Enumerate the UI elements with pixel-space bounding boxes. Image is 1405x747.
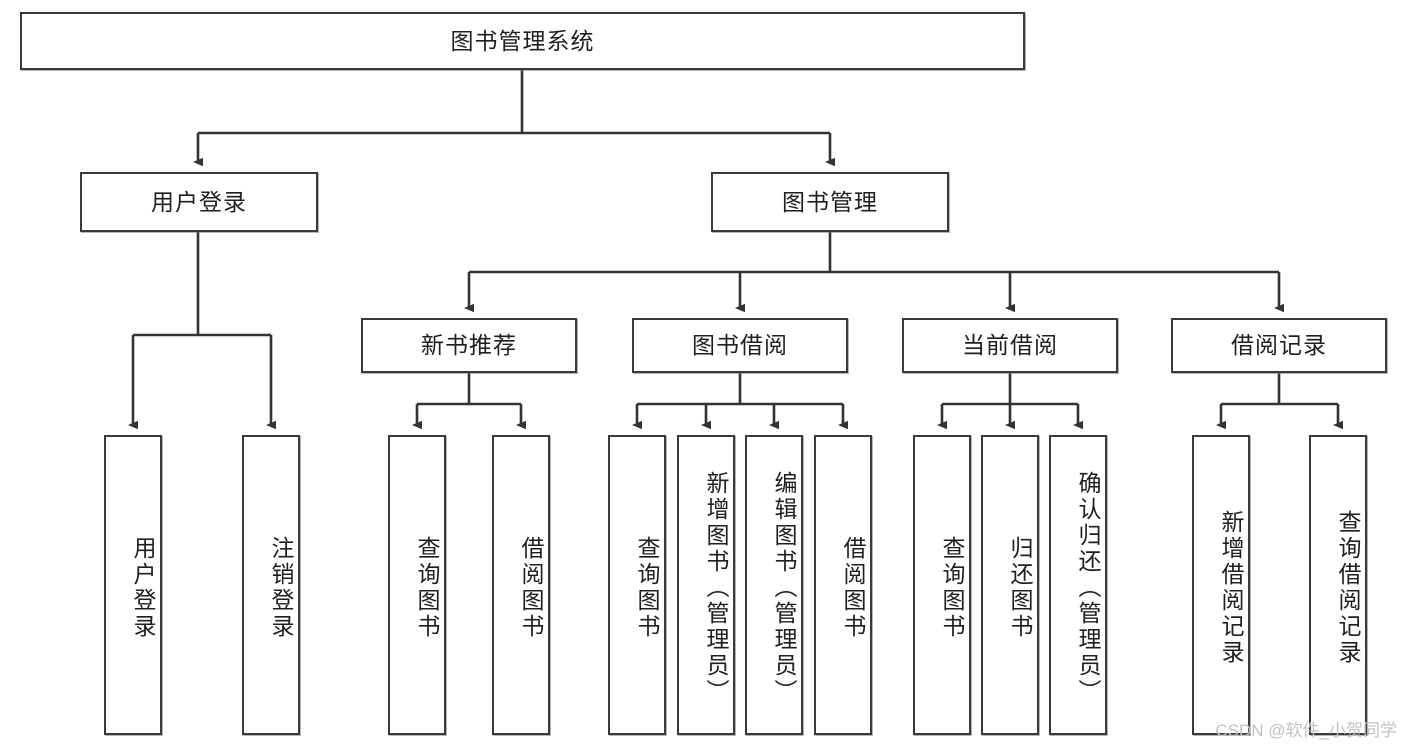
node-leaf-add-borrow-record[interactable]: 新增借阅记录 (1192, 435, 1250, 735)
node-book-management[interactable]: 图书管理 (711, 172, 949, 232)
node-leaf-confirm-return[interactable]: 确认归还（管理员） (1049, 435, 1107, 735)
node-leaf-add-book-label: 新增图书（管理员） (703, 471, 729, 705)
node-current-borrow-label: 当前借阅 (962, 332, 1058, 359)
node-leaf-borrow-book-2-label: 借阅图书 (840, 536, 866, 640)
node-new-book-recommend[interactable]: 新书推荐 (361, 318, 577, 373)
node-leaf-borrow-book-1[interactable]: 借阅图书 (492, 435, 550, 735)
node-book-management-label: 图书管理 (782, 188, 878, 215)
node-leaf-add-book[interactable]: 新增图书（管理员） (677, 435, 735, 735)
node-leaf-query-book-3-label: 查询图书 (939, 536, 965, 640)
node-leaf-logout-login[interactable]: 注销登录 (242, 435, 300, 735)
node-leaf-borrow-book-2[interactable]: 借阅图书 (814, 435, 872, 735)
node-borrow-record-label: 借阅记录 (1231, 332, 1327, 359)
node-leaf-query-book-1-label: 查询图书 (414, 536, 440, 640)
node-leaf-query-borrow-record-label: 查询借阅记录 (1335, 510, 1361, 666)
node-leaf-return-book[interactable]: 归还图书 (981, 435, 1039, 735)
node-leaf-user-login-label: 用户登录 (130, 536, 156, 640)
node-leaf-logout-login-label: 注销登录 (268, 536, 294, 640)
node-leaf-edit-book[interactable]: 编辑图书（管理员） (745, 435, 803, 735)
node-current-borrow[interactable]: 当前借阅 (902, 318, 1118, 373)
node-leaf-user-login[interactable]: 用户登录 (104, 435, 162, 735)
node-new-book-recommend-label: 新书推荐 (421, 332, 517, 359)
node-leaf-edit-book-label: 编辑图书（管理员） (771, 471, 797, 705)
node-borrow-record[interactable]: 借阅记录 (1171, 318, 1387, 373)
node-user-login[interactable]: 用户登录 (80, 172, 318, 232)
node-root-label: 图书管理系统 (450, 27, 595, 54)
node-leaf-query-book-2[interactable]: 查询图书 (608, 435, 666, 735)
node-book-borrow[interactable]: 图书借阅 (632, 318, 848, 373)
node-user-login-label: 用户登录 (151, 188, 247, 215)
node-leaf-return-book-label: 归还图书 (1007, 536, 1033, 640)
node-leaf-query-book-3[interactable]: 查询图书 (913, 435, 971, 735)
watermark-text: CSDN @软件_小贺同学 (1215, 721, 1397, 740)
node-leaf-add-borrow-record-label: 新增借阅记录 (1218, 510, 1244, 666)
node-leaf-query-borrow-record[interactable]: 查询借阅记录 (1309, 435, 1367, 735)
node-root[interactable]: 图书管理系统 (20, 12, 1025, 70)
node-leaf-query-book-2-label: 查询图书 (634, 536, 660, 640)
node-book-borrow-label: 图书借阅 (692, 332, 788, 359)
node-leaf-query-book-1[interactable]: 查询图书 (388, 435, 446, 735)
node-leaf-confirm-return-label: 确认归还（管理员） (1075, 471, 1101, 705)
node-leaf-borrow-book-1-label: 借阅图书 (518, 536, 544, 640)
